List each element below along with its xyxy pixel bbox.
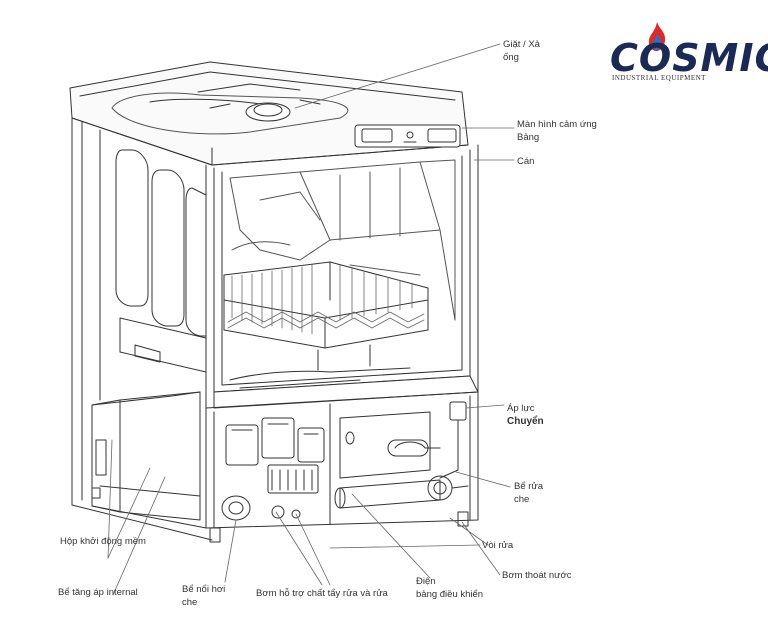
dish-rack xyxy=(223,261,429,349)
label-wash-rinse-arm-line2: ống xyxy=(503,52,519,63)
label-electric-control-board: Điện bảng điều khiển xyxy=(416,575,483,601)
label-internal-booster-tank: Bể tăng áp internal xyxy=(58,587,138,598)
left-side-panel xyxy=(71,117,213,541)
label-touch-panel-line2: Bảng xyxy=(517,132,540,143)
leader-lines xyxy=(107,43,515,596)
label-drain-pump: Bơm thoát nước xyxy=(502,570,572,581)
label-float-tank-line1: Bể nổi hơi xyxy=(182,584,226,595)
label-detergent-rinse-pump: Bơm hỗ trợ chất tẩy rửa và rửa xyxy=(256,588,388,599)
wash-chamber xyxy=(229,159,456,321)
machine-feet xyxy=(91,487,469,543)
logo-brand-text: COSMIC xyxy=(610,36,768,80)
label-electric-control-board-line1: Điện xyxy=(416,576,436,587)
label-touch-panel-line1: Màn hình cảm ứng xyxy=(517,119,597,130)
chamber-floor xyxy=(213,344,479,409)
label-soft-start-box: Hộp khởi động mềm xyxy=(60,536,146,547)
label-wash-tank-line2: che xyxy=(514,494,530,505)
label-wash-rinse-arm: Giặt / Xả ống xyxy=(503,38,540,64)
cosmic-logo: COSMIC INDUSTRIAL EQUIPMENT xyxy=(604,22,768,92)
label-handle: Cán xyxy=(517,156,535,167)
label-float-tank-line2: che xyxy=(182,597,198,608)
logo-tagline: INDUSTRIAL EQUIPMENT xyxy=(612,74,706,82)
label-pressure-switch: Áp lực Chuyển xyxy=(507,402,544,428)
touch-control-panel xyxy=(354,124,461,148)
lower-compartment xyxy=(91,391,479,529)
label-electric-control-board-line2: bảng điều khiển xyxy=(416,589,484,600)
flame-icon xyxy=(648,22,666,51)
label-float-tank: Bể nổi hơi che xyxy=(182,583,225,609)
label-pressure-switch-line1: Áp lực xyxy=(507,403,535,414)
label-pressure-switch-line2: Chuyển xyxy=(507,416,544,427)
label-wash-rinse-arm-line1: Giặt / Xả xyxy=(503,39,540,50)
label-rinse-faucet: Vòi rửa xyxy=(482,540,514,551)
label-wash-tank-line1: Bể rửa xyxy=(514,481,544,492)
label-wash-tank: Bể rửa che xyxy=(514,480,543,506)
label-touch-panel: Màn hình cảm ứng Bảng xyxy=(517,118,597,144)
